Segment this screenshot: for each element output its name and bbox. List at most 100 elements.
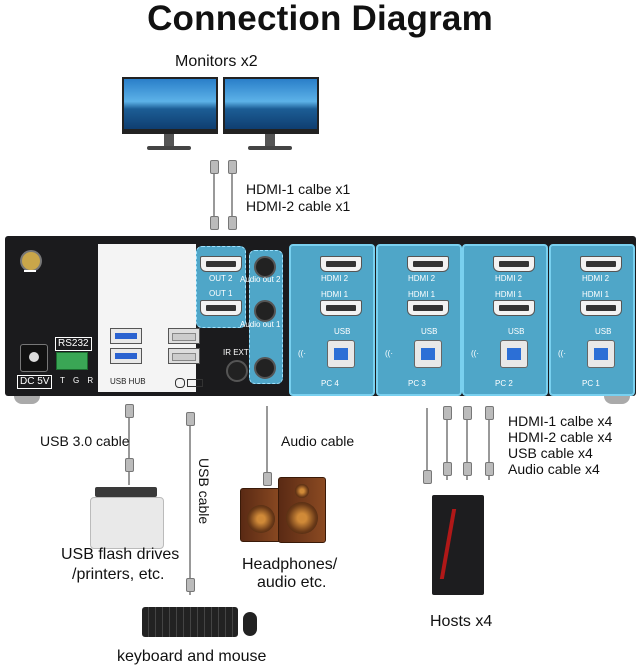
pc1-hdmi2-label: HDMI 2 bbox=[582, 274, 610, 283]
right-hdmi1-cable bbox=[446, 408, 448, 480]
dc-label: DC 5V bbox=[17, 375, 53, 389]
usb-cable-keyboard bbox=[189, 415, 191, 595]
hdmi-out1-port bbox=[200, 300, 242, 316]
mouse-icon bbox=[175, 378, 185, 388]
ground-screw-icon bbox=[20, 250, 42, 272]
right-hdmi2-cable bbox=[466, 408, 468, 480]
hosts-label: Hosts x4 bbox=[430, 613, 493, 630]
speakers-label-2: audio etc. bbox=[257, 574, 327, 591]
pc2-label: PC 2 bbox=[495, 379, 513, 388]
keyboard-icon bbox=[187, 379, 203, 387]
right-hdmi1-plug-top bbox=[443, 406, 452, 420]
right-audio-plug bbox=[423, 470, 432, 484]
pc1-audio-icon: ((· bbox=[558, 349, 566, 358]
right-audio-cable bbox=[426, 408, 428, 480]
monitor-2 bbox=[223, 77, 319, 150]
pc1-hdmi2-port bbox=[580, 256, 622, 272]
rs232-terminal bbox=[56, 352, 88, 370]
right-usb-plug-bottom bbox=[485, 462, 494, 476]
printers-label-1: USB flash drives bbox=[61, 546, 180, 563]
pc3-usb-port bbox=[414, 340, 442, 368]
pc2-audio-icon: ((· bbox=[471, 349, 479, 358]
pc2-hdmi1-label: HDMI 1 bbox=[495, 290, 523, 299]
rs232-pins-label: T G R bbox=[60, 376, 97, 385]
hdmi-out2-port bbox=[200, 256, 242, 272]
pc4-hdmi2-port bbox=[320, 256, 362, 272]
printers-label-2: /printers, etc. bbox=[72, 566, 165, 583]
pc1-label: PC 1 bbox=[582, 379, 600, 388]
hdmi-top-label-2: HDMI-2 cable x1 bbox=[246, 198, 351, 214]
pc2-hdmi2-label: HDMI 2 bbox=[495, 274, 523, 283]
out1-label: OUT 1 bbox=[209, 289, 233, 298]
right-cable-label-3: USB cable x4 bbox=[508, 445, 593, 461]
diagram-title: Connection Diagram bbox=[147, 0, 493, 38]
audio-out2-jack bbox=[254, 256, 276, 278]
ir-ext-label: IR EXT bbox=[223, 348, 249, 357]
usb-cable-label: USB cable bbox=[196, 458, 212, 525]
chassis-foot-right bbox=[604, 396, 630, 404]
audio-out2-label: Audio out 2 bbox=[240, 275, 281, 284]
hdmi-cable-1 bbox=[210, 160, 219, 230]
host-pc-icon bbox=[432, 495, 484, 595]
pc2-hdmi1-port bbox=[493, 300, 535, 316]
pc4-label: PC 4 bbox=[321, 379, 339, 388]
keyboard-icon bbox=[142, 607, 238, 637]
pc2-usb-label: USB bbox=[508, 327, 525, 336]
chassis-foot-left bbox=[14, 396, 40, 404]
audio-cable bbox=[266, 406, 268, 484]
monitor-1 bbox=[122, 77, 218, 150]
pc4-hdmi1-port bbox=[320, 300, 362, 316]
right-cable-label-1: HDMI-1 calbe x4 bbox=[508, 413, 613, 429]
right-usb-plug-top bbox=[485, 406, 494, 420]
pc3-audio-icon: ((· bbox=[385, 349, 393, 358]
keyboard-mouse-ports bbox=[168, 328, 200, 364]
right-cable-label-2: HDMI-2 cable x4 bbox=[508, 429, 613, 445]
out2-label: OUT 2 bbox=[209, 274, 233, 283]
pc3-label: PC 3 bbox=[408, 379, 426, 388]
pc1-usb-port bbox=[587, 340, 615, 368]
pc4-usb-label: USB bbox=[334, 327, 351, 336]
pc3-hdmi1-label: HDMI 1 bbox=[408, 290, 436, 299]
pc2-hdmi2-port bbox=[493, 256, 535, 272]
pc4-hdmi1-label: HDMI 1 bbox=[321, 290, 349, 299]
audio-plug bbox=[263, 472, 272, 486]
usb30-plug-top bbox=[125, 404, 134, 418]
usb-port-panel bbox=[98, 244, 196, 392]
printer-icon bbox=[90, 487, 164, 549]
audio-in-jack bbox=[254, 357, 276, 379]
ground-symbol-icon bbox=[24, 270, 36, 280]
pc3-hdmi2-port bbox=[407, 256, 449, 272]
pc4-audio-icon: ((· bbox=[298, 349, 306, 358]
hdmi-cable-2 bbox=[228, 160, 237, 230]
pc1-hdmi1-label: HDMI 1 bbox=[582, 290, 610, 299]
rs232-label: RS232 bbox=[55, 337, 92, 351]
right-cable-label-4: Audio cable x4 bbox=[508, 461, 600, 477]
pc3-hdmi2-label: HDMI 2 bbox=[408, 274, 436, 283]
usb-keyboard-plug-top bbox=[186, 412, 195, 426]
mouse-icon bbox=[243, 612, 257, 636]
right-hdmi2-plug-bottom bbox=[463, 462, 472, 476]
pc4-usb-port bbox=[327, 340, 355, 368]
speakers-label-1: Headphones/ bbox=[242, 556, 338, 573]
hdmi-top-label-1: HDMI-1 calbe x1 bbox=[246, 181, 351, 197]
right-usb-cable bbox=[488, 408, 490, 480]
right-hdmi1-plug-bottom bbox=[443, 462, 452, 476]
speaker-left bbox=[240, 488, 282, 542]
pc1-usb-label: USB bbox=[595, 327, 612, 336]
usb-hub-label: USB HUB bbox=[110, 377, 146, 386]
usb-keyboard-plug-bottom bbox=[186, 578, 195, 592]
pc2-usb-port bbox=[500, 340, 528, 368]
dc-power-port bbox=[20, 344, 48, 372]
right-hdmi2-plug-top bbox=[463, 406, 472, 420]
speaker-right bbox=[278, 477, 326, 543]
usb-hub-ports bbox=[110, 328, 142, 364]
usb30-plug-bottom bbox=[125, 458, 134, 472]
keyboard-label: keyboard and mouse bbox=[117, 648, 267, 665]
audio-out1-label: Audio out 1 bbox=[240, 320, 281, 329]
audio-out1-jack bbox=[254, 300, 276, 322]
pc1-hdmi1-port bbox=[580, 300, 622, 316]
ir-ext-jack bbox=[226, 360, 248, 382]
pc3-hdmi1-port bbox=[407, 300, 449, 316]
audio-cable-label: Audio cable bbox=[281, 433, 355, 449]
pc4-hdmi2-label: HDMI 2 bbox=[321, 274, 349, 283]
